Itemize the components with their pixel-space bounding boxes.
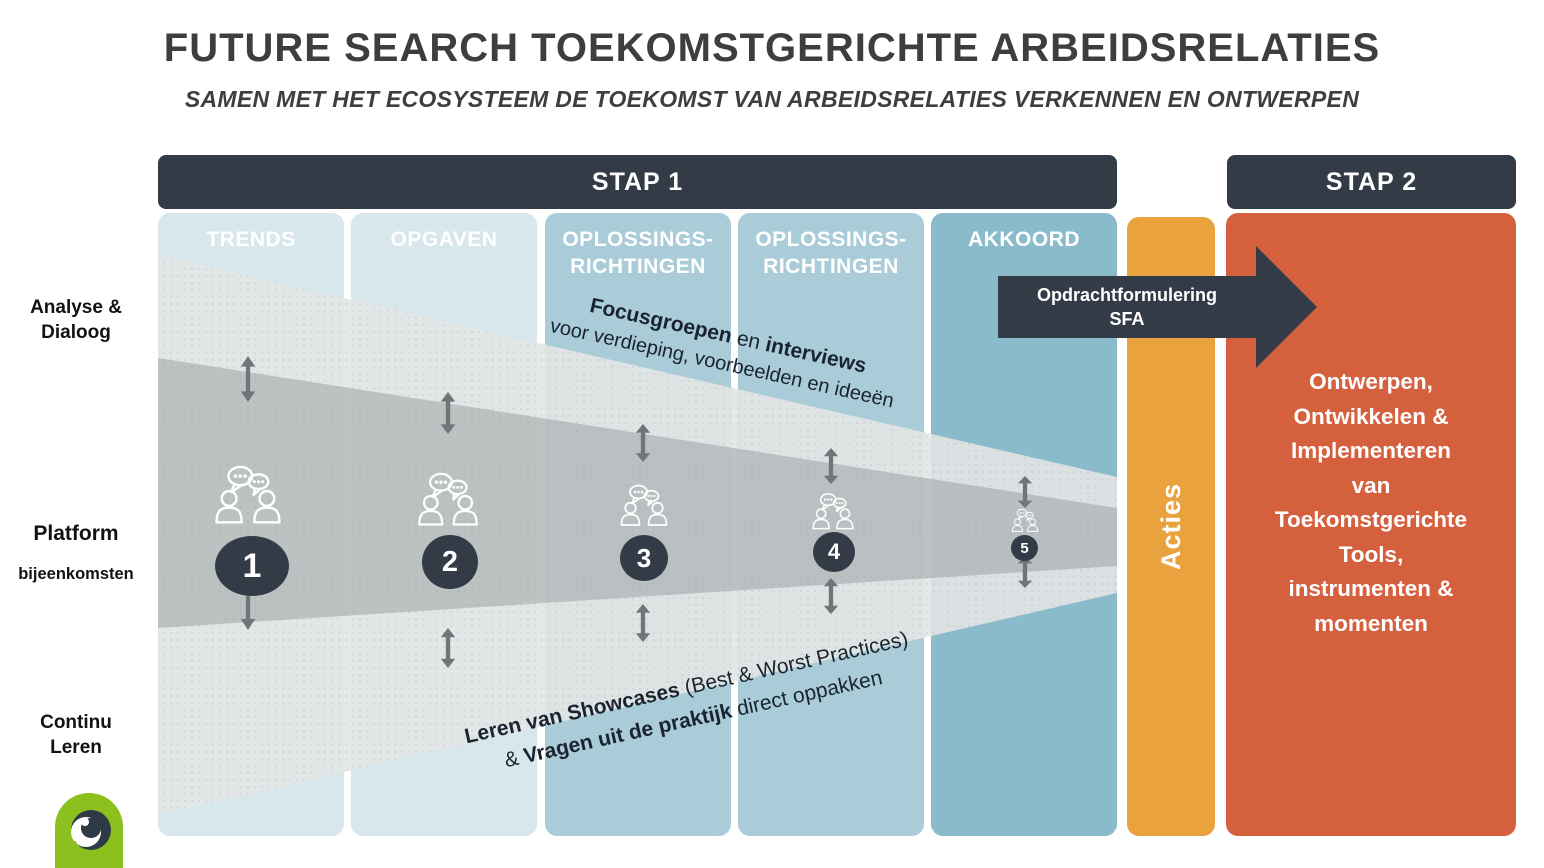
eye-logo (55, 793, 123, 868)
stap2-panel: Ontwerpen, Ontwikkelen & Implementeren v… (1226, 213, 1516, 836)
row-label-platform-bijeenkomsten: Platform bijeenkomsten (0, 503, 152, 602)
up-down-arrow-icon (822, 448, 840, 484)
column-opgaven-label: OPGAVEN (390, 228, 498, 251)
stap2-panel-text: Ontwerpen, Ontwikkelen & Implementeren v… (1274, 369, 1468, 636)
page-title: FUTURE SEARCH TOEKOMSTGERICHTE ARBEIDSRE… (163, 26, 1381, 70)
step-circle-3: 3 (620, 535, 668, 581)
row-label-analyse-dialoog: Analyse & Dialoog (30, 297, 122, 343)
step-circle-2: 2 (422, 535, 478, 589)
arrow-head-icon (1256, 246, 1317, 368)
page-subtitle: SAMEN MET HET ECOSYSTEEM DE TOEKOMST VAN… (184, 86, 1360, 112)
up-down-arrow-icon (634, 424, 652, 462)
step-circle-5: 5 (1011, 535, 1038, 561)
row-label-continu-leren: Continu Leren (40, 712, 112, 758)
up-down-arrow-icon (822, 578, 840, 614)
column-akkoord-label: AKKOORD (968, 228, 1080, 251)
up-down-arrow-icon (239, 356, 257, 402)
row-label-bijeenkomsten: bijeenkomsten (18, 565, 134, 583)
opdrachtformulering-arrow-label: Opdrachtformulering SFA (998, 276, 1256, 338)
stap2-bar: STAP 2 (1227, 155, 1516, 209)
stap1-bar: STAP 1 (158, 155, 1117, 209)
row-label-platform: Platform (33, 522, 119, 545)
column-trends-label: TRENDS (206, 228, 296, 251)
step-circle-1: 1 (215, 536, 289, 596)
up-down-arrow-icon (439, 392, 457, 434)
column-trends: TRENDS (158, 213, 344, 836)
up-down-arrow-icon (634, 604, 652, 642)
column-oplossingsrichtingen-2: OPLOSSINGS- RICHTINGEN (738, 213, 924, 836)
column-oplossingsrichtingen-1-label: OPLOSSINGS- RICHTINGEN (562, 228, 714, 278)
acties-label: Acties (1155, 482, 1186, 571)
step-circle-4: 4 (813, 532, 855, 572)
up-down-arrow-icon (439, 628, 457, 668)
column-oplossingsrichtingen-2-label: OPLOSSINGS- RICHTINGEN (755, 228, 907, 278)
note-text: en (729, 325, 769, 356)
up-down-arrow-icon (1016, 476, 1034, 508)
